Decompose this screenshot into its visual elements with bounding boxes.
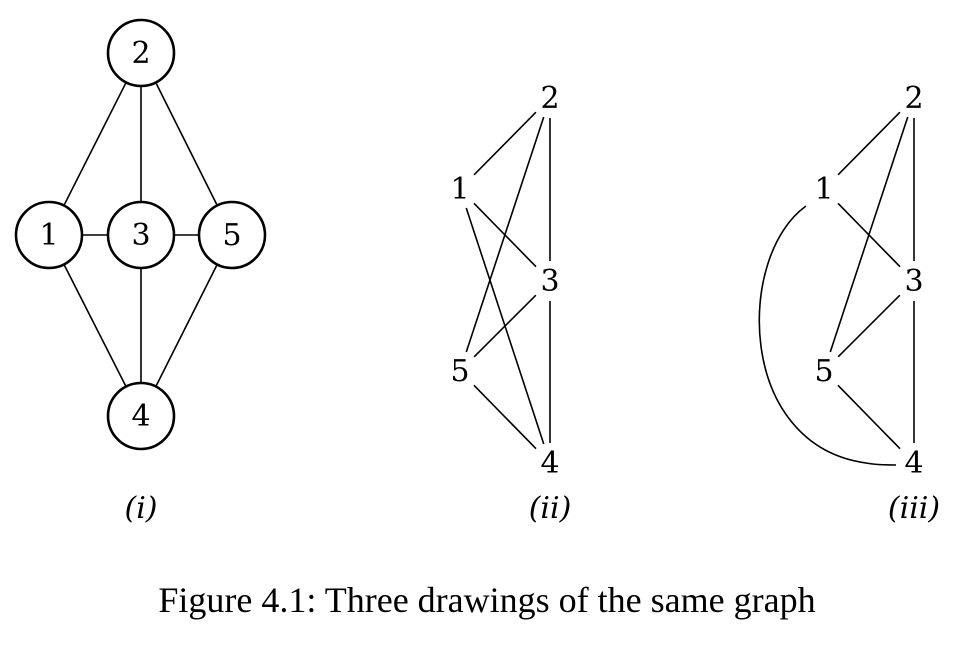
node-ii-5: 5 bbox=[450, 354, 469, 389]
node-circle bbox=[197, 200, 267, 270]
node-iii-1: 1 bbox=[814, 172, 833, 207]
edge-i-2-5 bbox=[155, 82, 218, 206]
figure-caption: Figure 4.1: Three drawings of the same g… bbox=[158, 580, 815, 620]
nodes-ii: 1 2 3 4 5 bbox=[450, 81, 559, 481]
node-label: 5 bbox=[814, 354, 833, 389]
edge-iii-5-3 bbox=[837, 294, 901, 358]
drawing-i: 1 2 3 4 5 (i) bbox=[14, 18, 267, 526]
edge-i-1-2 bbox=[63, 82, 127, 206]
node-label: 1 bbox=[450, 172, 469, 207]
node-iii-3: 3 bbox=[904, 264, 923, 299]
drawing-iii: 1 2 3 4 5 (iii) bbox=[758, 81, 940, 526]
node-label: 5 bbox=[450, 354, 469, 389]
node-ii-1: 1 bbox=[450, 172, 469, 207]
node-circle bbox=[106, 18, 176, 88]
nodes-i: 1 2 3 4 5 bbox=[14, 18, 267, 451]
edges-ii bbox=[465, 111, 551, 450]
node-i-1: 1 bbox=[14, 200, 84, 270]
edge-iii-1-4 bbox=[758, 205, 897, 466]
node-ii-3: 3 bbox=[540, 264, 559, 299]
node-i-3: 3 bbox=[106, 200, 176, 270]
node-label: 2 bbox=[540, 81, 559, 116]
edge-ii-5-4 bbox=[473, 384, 537, 450]
edge-ii-1-2 bbox=[473, 111, 537, 176]
node-i-2: 2 bbox=[106, 18, 176, 88]
drawing-sublabel-iii: (iii) bbox=[888, 491, 940, 526]
node-label: 2 bbox=[904, 81, 923, 116]
node-label: 3 bbox=[540, 264, 559, 299]
node-iii-5: 5 bbox=[814, 354, 833, 389]
drawing-ii: 1 2 3 4 5 (ii) bbox=[450, 81, 571, 526]
edge-iii-1-3 bbox=[837, 202, 901, 268]
drawing-sublabel-ii: (ii) bbox=[529, 491, 572, 526]
node-label: 5 bbox=[222, 218, 241, 253]
node-i-5: 5 bbox=[197, 200, 267, 270]
edge-ii-1-3 bbox=[473, 202, 537, 268]
node-circle bbox=[106, 200, 176, 270]
node-iii-2: 2 bbox=[904, 81, 923, 116]
node-label: 4 bbox=[540, 446, 559, 481]
node-label: 4 bbox=[131, 399, 150, 434]
node-label: 2 bbox=[131, 36, 150, 71]
node-iii-4: 4 bbox=[904, 446, 923, 481]
edges-i bbox=[63, 82, 218, 387]
edge-i-5-4 bbox=[155, 264, 218, 387]
node-ii-4: 4 bbox=[540, 446, 559, 481]
nodes-iii: 1 2 3 4 5 bbox=[814, 81, 923, 481]
node-label: 1 bbox=[39, 218, 58, 253]
edge-iii-5-4 bbox=[837, 384, 901, 450]
node-ii-2: 2 bbox=[540, 81, 559, 116]
edge-i-1-4 bbox=[63, 264, 127, 387]
node-circle bbox=[14, 200, 84, 270]
edge-ii-5-3 bbox=[473, 294, 537, 358]
node-label: 3 bbox=[131, 218, 150, 253]
edges-iii bbox=[758, 111, 915, 466]
node-label: 1 bbox=[814, 172, 833, 207]
node-label: 4 bbox=[904, 446, 923, 481]
drawing-sublabel-i: (i) bbox=[124, 491, 157, 526]
node-i-4: 4 bbox=[106, 381, 176, 451]
node-label: 3 bbox=[904, 264, 923, 299]
node-circle bbox=[106, 381, 176, 451]
edge-iii-1-2 bbox=[837, 111, 901, 176]
